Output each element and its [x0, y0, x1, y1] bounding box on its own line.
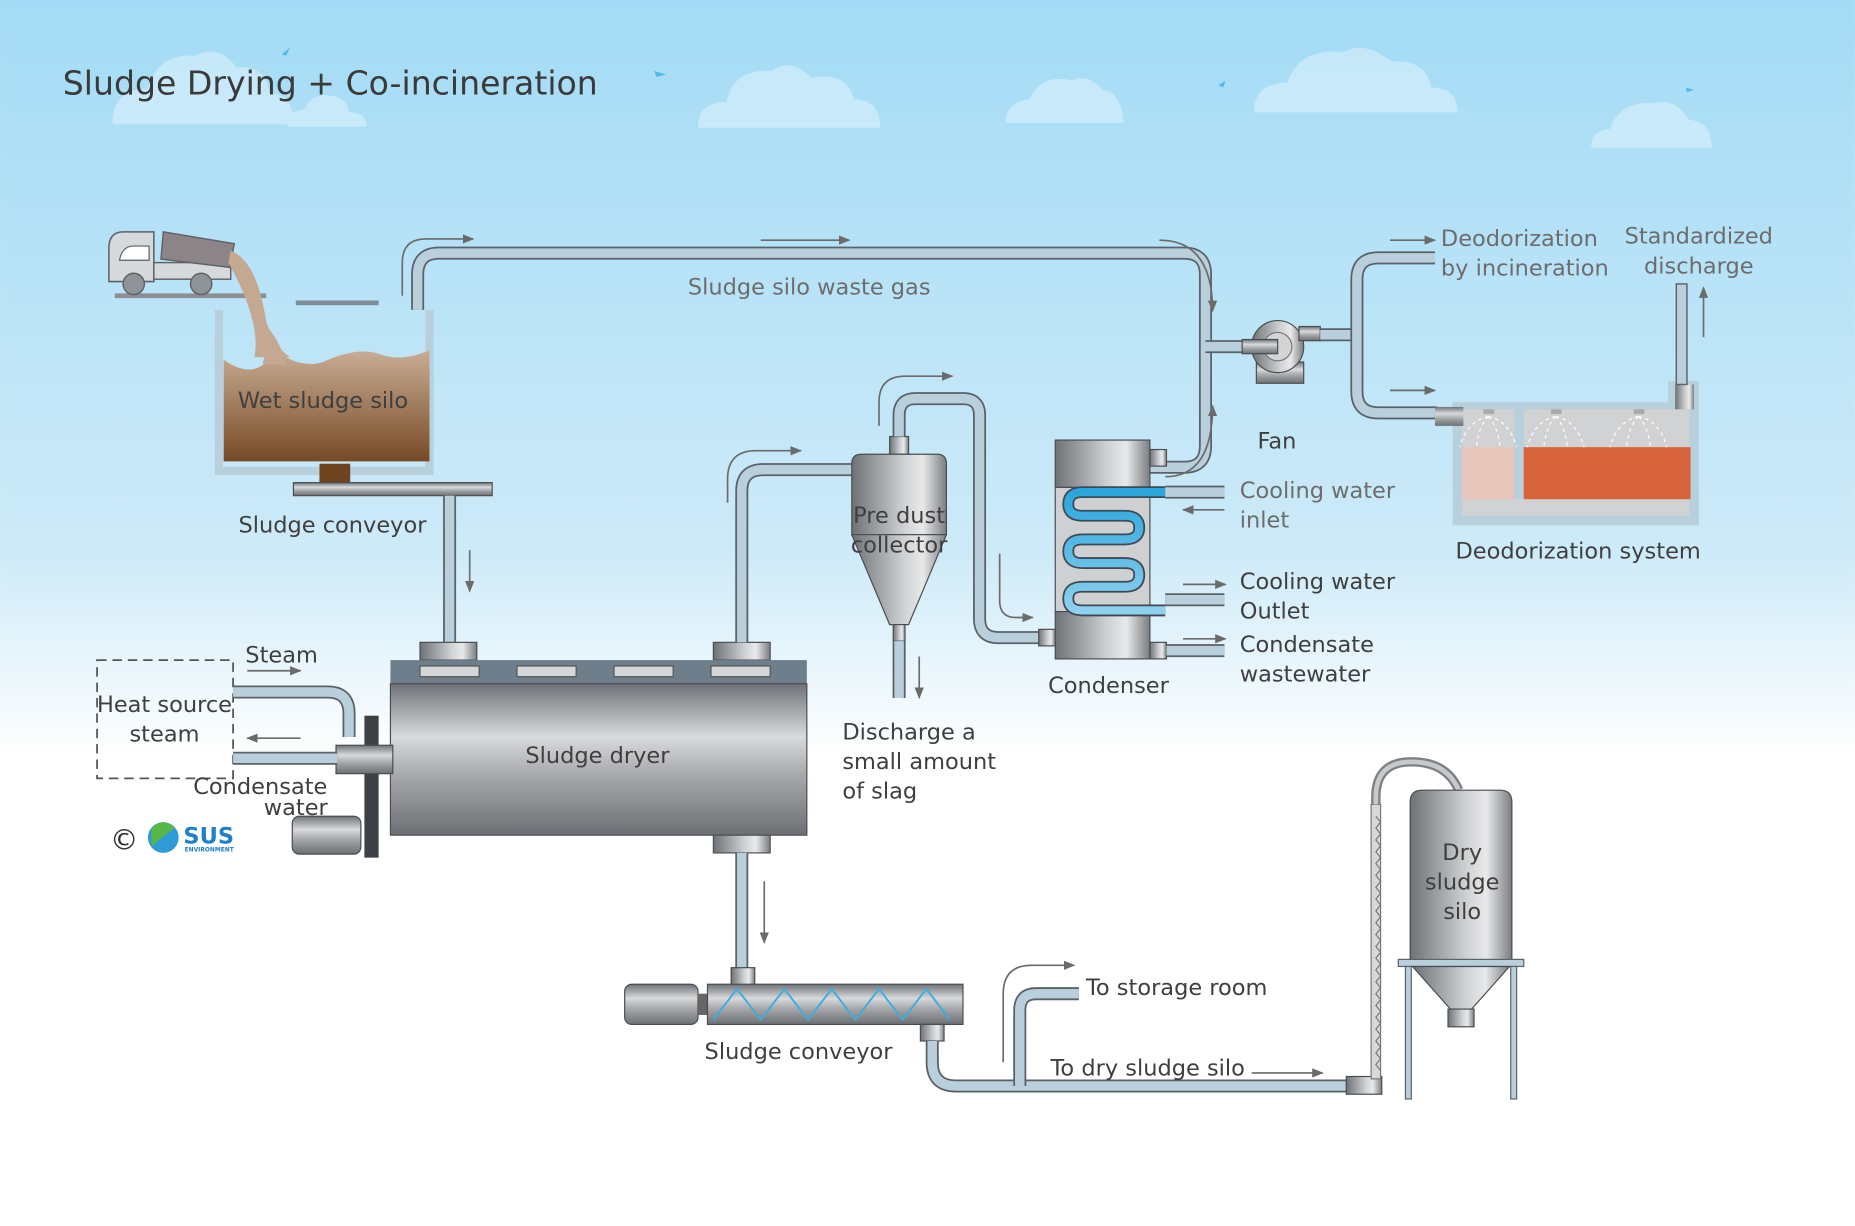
- diagram-title: Sludge Drying + Co-incineration: [63, 64, 598, 103]
- discharge-slag-label-3: of slag: [842, 778, 917, 804]
- cooling-water-inlet-label-2: inlet: [1240, 508, 1290, 534]
- steam-label: Steam: [245, 642, 318, 668]
- birds: [281, 47, 1695, 93]
- motor-icon: [624, 983, 699, 1026]
- standardized-discharge-label-2: discharge: [1644, 253, 1754, 279]
- discharge-stack: [1675, 283, 1688, 386]
- cooling-water-outlet-label-2: Outlet: [1240, 599, 1310, 625]
- screw-conveyor: [624, 967, 964, 1042]
- deodorization-incineration-label-2: by incineration: [1441, 256, 1609, 282]
- sludge-dryer-label: Sludge dryer: [525, 743, 670, 769]
- pre-dust-collector: Pre dust collector: [851, 435, 948, 642]
- condensate-wastewater-label-2: wastewater: [1240, 661, 1371, 687]
- cooling-water-outlet-label: Cooling water: [1240, 569, 1396, 595]
- logo-sub: ENVIRONMENT: [185, 848, 234, 854]
- to-storage-room-label: To storage room: [1085, 975, 1267, 1001]
- sludge-conveyor-bottom-label: Sludge conveyor: [705, 1039, 894, 1065]
- logo-brand: SUS: [183, 823, 234, 849]
- cooling-water-inlet-label: Cooling water: [1240, 478, 1396, 504]
- sus-environment-logo: © SUS ENVIRONMENT: [110, 822, 234, 856]
- heat-source-label: Heat source: [97, 692, 232, 718]
- flow-arrow: [726, 446, 803, 503]
- deodorization-system-label: Deodorization system: [1455, 538, 1700, 564]
- motor-icon: [291, 815, 362, 855]
- fan-icon: [1241, 319, 1321, 384]
- screw-icon: [712, 987, 951, 1022]
- sludge-conveyor-top-label: Sludge conveyor: [238, 512, 427, 538]
- discharge-slag-label: Discharge a: [842, 719, 975, 745]
- flow-arrow: [1165, 404, 1218, 478]
- dry-sludge-silo-label: Dry: [1442, 840, 1482, 866]
- to-dry-sludge-silo-label: To dry sludge silo: [1050, 1055, 1245, 1081]
- bucket-elevator: [1345, 757, 1464, 1095]
- condensate-water-label-2: water: [264, 795, 329, 821]
- dry-sludge-silo-label-2: sludge: [1425, 870, 1500, 896]
- standardized-discharge-label: Standardized: [1625, 224, 1773, 250]
- flow-arrow: [1002, 960, 1076, 1063]
- heat-source-label-2: steam: [129, 722, 199, 748]
- discharge-slag-label-2: small amount: [842, 749, 996, 775]
- condensate-water-label: Condensate: [193, 774, 327, 800]
- condensate-wastewater-label: Condensate: [1240, 632, 1374, 658]
- flow-arrow: [878, 371, 954, 426]
- fan-label: Fan: [1258, 428, 1297, 454]
- heat-source-box: [96, 659, 234, 780]
- pre-dust-collector-label: Pre dust: [853, 503, 945, 529]
- flow-arrow: [1159, 239, 1218, 313]
- waste-gas-label: Sludge silo waste gas: [688, 275, 931, 301]
- top-sludge-conveyor: [292, 482, 493, 497]
- deodorization-system: [1434, 380, 1699, 526]
- deodorization-incineration-label: Deodorization: [1441, 226, 1598, 252]
- copyright-symbol: ©: [110, 823, 138, 856]
- condenser: Condenser: [1038, 439, 1170, 699]
- condenser-label: Condenser: [1048, 673, 1170, 699]
- pre-dust-collector-label-2: collector: [851, 532, 948, 558]
- clouds: [112, 47, 1712, 148]
- wet-sludge-silo: Wet sludge silo: [214, 300, 434, 483]
- flow-arrow: [998, 553, 1034, 623]
- wet-sludge-silo-label: Wet sludge silo: [238, 388, 408, 414]
- dry-sludge-silo: Dry sludge silo: [1397, 789, 1525, 1100]
- sludge-dryer: Sludge dryer: [291, 641, 808, 858]
- dump-truck-icon: [108, 231, 290, 358]
- flow-arrow: [401, 234, 475, 296]
- dry-sludge-silo-label-3: silo: [1443, 899, 1481, 925]
